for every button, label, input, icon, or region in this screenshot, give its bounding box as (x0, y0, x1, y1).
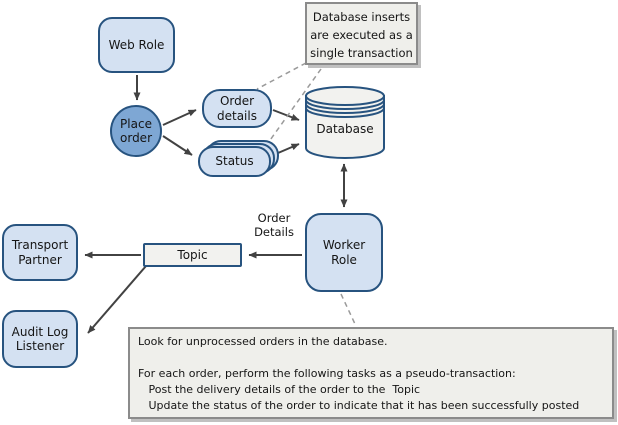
dashed-link-note-to-order-details (256, 62, 307, 90)
dashed-link-worker-role-to-note (340, 293, 356, 325)
node-place-order: Place order (110, 105, 162, 157)
dashed-link-note-to-status (267, 68, 322, 144)
database-label: Database (316, 122, 374, 136)
arrow-place-order-to-status (162, 135, 193, 156)
node-topic: Topic (143, 243, 242, 267)
node-audit-log-listener: Audit Log Listener (2, 310, 78, 368)
order-details-flow-label: Order Details (254, 211, 294, 239)
worker-tasks-note: Look for unprocessed orders in the datab… (128, 327, 614, 419)
node-transport-partner: Transport Partner (2, 224, 78, 281)
node-order-details: Order details (202, 89, 272, 128)
arrow-place-order-to-order-details (162, 109, 197, 126)
arrow-topic-to-audit-log-listener (87, 265, 147, 334)
arrow-status-to-database (277, 143, 300, 154)
db-transaction-note: Database inserts are executed as a singl… (305, 2, 418, 65)
node-web-role: Web Role (98, 17, 175, 73)
node-status: Status (198, 146, 271, 177)
database-cylinder (305, 86, 385, 159)
arrow-order-details-to-database (272, 109, 300, 121)
node-worker-role: Worker Role (305, 213, 383, 292)
